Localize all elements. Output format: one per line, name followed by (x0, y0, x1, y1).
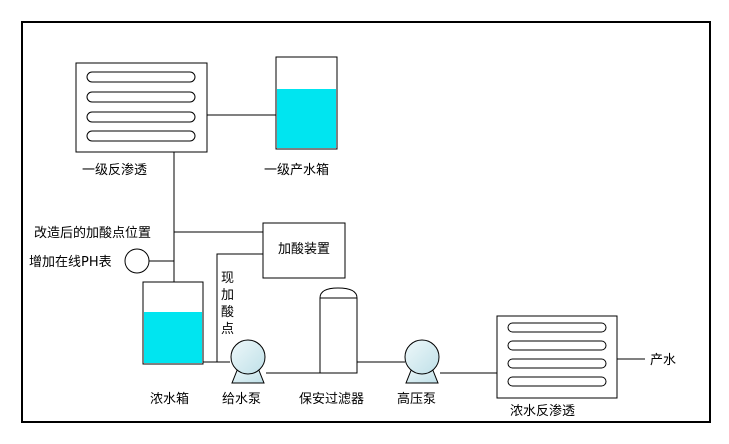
filter-label: 保安过滤器 (299, 392, 364, 407)
conc-tank (142, 281, 204, 365)
pipe-current-dosing (216, 253, 263, 362)
tank1-label: 一级产水箱 (264, 162, 329, 178)
current-dosing-char: 加 (221, 288, 234, 303)
ro1-label: 一级反渗透 (82, 163, 147, 178)
current-dosing-char: 酸 (221, 305, 234, 320)
new-dosing-label: 改造后的加酸点位置 (34, 225, 151, 241)
diagram-frame (21, 21, 711, 423)
current-dosing-char: 点 (221, 322, 234, 337)
hp-pump-label: 高压泵 (397, 391, 436, 407)
ro1-membrane (86, 111, 196, 123)
hp-pump-icon (404, 339, 440, 384)
acid-unit-label: 加酸装置 (278, 242, 330, 257)
filter-icon (319, 287, 358, 374)
conc-tank-label: 浓水箱 (150, 391, 189, 407)
feed-pump-label: 给水泵 (222, 392, 261, 407)
current-dosing-char: 现 (221, 271, 234, 286)
ro2-membrane (507, 322, 607, 333)
ph-meter-icon (124, 248, 150, 274)
ro2-unit (496, 315, 618, 399)
acid-unit-box (262, 222, 346, 279)
piping (149, 114, 645, 374)
conc-tank-water (144, 312, 202, 363)
ro2-membrane (507, 376, 607, 387)
ro2-membrane (507, 340, 607, 351)
tank1 (275, 56, 338, 150)
ro1-membrane (86, 71, 196, 83)
ro2-label: 浓水反渗透 (510, 404, 575, 419)
ro2-membrane (507, 358, 607, 369)
ro1-membrane (86, 91, 196, 103)
tank1-water (277, 89, 336, 148)
ro1-membrane (86, 130, 196, 142)
ro1-unit (75, 62, 208, 153)
ph-meter-label: 增加在线PH表 (29, 255, 112, 270)
feed-pump-icon (230, 339, 266, 384)
product-label: 产水 (650, 353, 676, 368)
